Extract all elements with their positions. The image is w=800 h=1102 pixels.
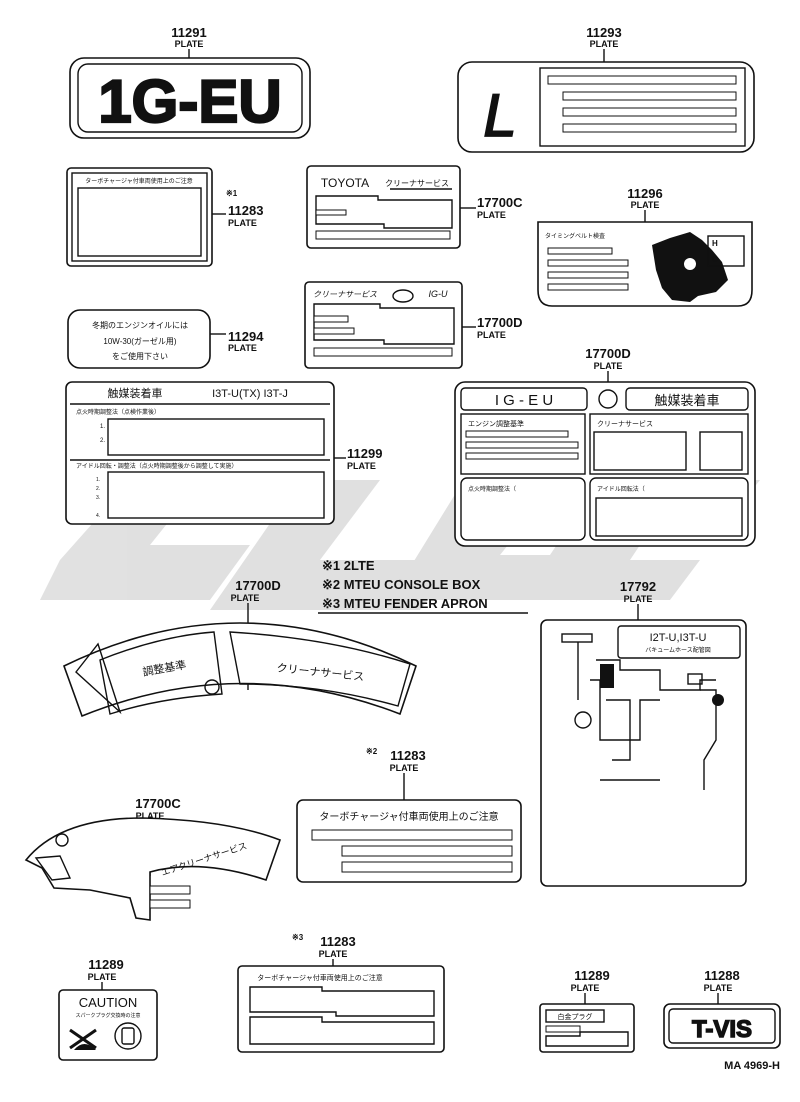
plate-sub: バキュームホース配管図 bbox=[645, 646, 711, 654]
part-11283-mark2: ※2 11283 PLATE ターボチャージャ付車両使用上のご注意 bbox=[296, 747, 522, 883]
part-label: PLATE bbox=[624, 594, 653, 604]
part-11283-mark1: ターボチャージャ付車両使用上のご注意 ※1 11283 PLATE bbox=[66, 167, 263, 267]
part-label: PLATE bbox=[228, 343, 257, 353]
part-11291: 11291 PLATE 1G-EU bbox=[69, 25, 311, 139]
part-17792: 17792 PLATE I2T-U,I3T-U バキュームホース配管図 bbox=[540, 579, 747, 887]
plate-left: I G - E U bbox=[495, 392, 553, 409]
part-11299: 触媒装着車 I3T-U(TX) I3T-J 点火時期調整法（点検作業後） 1. … bbox=[65, 381, 382, 525]
part-label: PLATE bbox=[347, 461, 376, 471]
part-number: 11289 bbox=[88, 957, 123, 972]
plate-sub: スパークプラグ交換時の注意 bbox=[75, 1012, 140, 1019]
svg-text:点火時期調整法（: 点火時期調整法（ bbox=[468, 485, 516, 493]
plate-row2: アイドル回転・調整法（点火時期調整後から調整して実施） bbox=[76, 462, 238, 470]
plate-text: タイミングベルト検査 bbox=[545, 232, 605, 240]
plate-text: ターボチャージャ付車両使用上のご注意 bbox=[319, 810, 498, 823]
svg-text:H: H bbox=[712, 239, 718, 248]
plate-title: 触媒装着車 bbox=[108, 386, 163, 400]
svg-text:1.: 1. bbox=[96, 477, 100, 483]
part-11289-caution: 11289 PLATE CAUTION スパークプラグ交換時の注意 bbox=[58, 957, 158, 1061]
part-number: 11299 bbox=[347, 446, 382, 461]
part-label: PLATE bbox=[590, 39, 619, 49]
part-number: 11291 bbox=[171, 25, 206, 40]
part-number: 11283 bbox=[390, 748, 425, 763]
part-number: 17700D bbox=[477, 315, 523, 330]
plate-model: I2T-U,I3T-U bbox=[650, 632, 707, 644]
plate-text: クリーナサービス bbox=[313, 290, 377, 299]
part-17700c-arc: 17700C PLATE エアクリーナサービス bbox=[24, 796, 282, 921]
legend-line3: ※3 MTEU FENDER APRON bbox=[322, 596, 488, 611]
legend-line1: ※1 2LTE bbox=[322, 558, 375, 573]
part-label: PLATE bbox=[477, 210, 506, 220]
plate-brand: TOYOTA bbox=[321, 176, 369, 190]
part-17700c-top: TOYOTA クリーナサービス 17700C PLATE bbox=[306, 165, 523, 249]
plate-text: ターボチャージャ付車両使用上のご注意 bbox=[85, 177, 193, 185]
svg-text:C: C bbox=[712, 255, 718, 264]
svg-text:エンジン調整基準: エンジン調整基準 bbox=[468, 419, 524, 428]
part-label: PLATE bbox=[231, 593, 260, 603]
part-label: PLATE bbox=[319, 949, 348, 959]
part-label: PLATE bbox=[88, 972, 117, 982]
svg-text:2.: 2. bbox=[100, 438, 105, 444]
part-11289-platinum: 11289 PLATE 白金プラグ bbox=[539, 968, 635, 1053]
plate-right: 触媒装着車 bbox=[654, 393, 719, 408]
part-label: PLATE bbox=[136, 811, 165, 821]
part-mark: ※3 bbox=[292, 933, 304, 942]
part-number: 11283 bbox=[228, 203, 263, 218]
plate-model: IG-U bbox=[429, 289, 448, 299]
legend: ※1 2LTE ※2 MTEU CONSOLE BOX ※3 MTEU FEND… bbox=[318, 558, 528, 614]
part-number: 17792 bbox=[620, 579, 656, 594]
part-number: 11296 bbox=[627, 186, 662, 201]
legend-line2: ※2 MTEU CONSOLE BOX bbox=[322, 577, 481, 592]
part-number: 11293 bbox=[586, 25, 621, 40]
plate-models: I3T-U(TX) I3T-J bbox=[212, 388, 288, 400]
part-label: PLATE bbox=[228, 218, 257, 228]
part-11283-mark3: ※3 11283 PLATE ターボチャージャ付車両使用上のご注意 bbox=[237, 933, 445, 1053]
part-number: 17700C bbox=[135, 796, 181, 811]
part-number: 11289 bbox=[574, 968, 609, 983]
plate-line3: をご使用下さい bbox=[112, 351, 168, 361]
part-17700d-right: 17700D PLATE I G - E U 触媒装着車 エンジン調整基準 クリ… bbox=[454, 346, 756, 547]
plate-text: T-VIS bbox=[692, 1016, 752, 1043]
plate-text: L bbox=[483, 82, 516, 149]
part-label: PLATE bbox=[390, 763, 419, 773]
plate-text: 1G-EU bbox=[98, 68, 281, 135]
part-mark: ※1 bbox=[226, 189, 238, 198]
part-label: PLATE bbox=[175, 39, 204, 49]
figure-code: MA 4969-H bbox=[724, 1060, 780, 1072]
part-11296: 11296 PLATE タイミングベルト検査 H C bbox=[537, 186, 753, 307]
svg-text:4.: 4. bbox=[96, 513, 100, 519]
part-label: PLATE bbox=[571, 983, 600, 993]
part-label: PLATE bbox=[477, 330, 506, 340]
part-17700d-mid: クリーナサービス IG-U 17700D PLATE bbox=[304, 281, 523, 369]
part-11288: 11288 PLATE T-VIS bbox=[663, 968, 781, 1049]
plate-line1: 冬期のエンジンオイルには bbox=[92, 320, 188, 330]
part-label: PLATE bbox=[631, 200, 660, 210]
part-label: PLATE bbox=[594, 361, 623, 371]
part-label: PLATE bbox=[704, 983, 733, 993]
svg-text:2.: 2. bbox=[96, 486, 100, 492]
plate-text: 白金プラグ bbox=[558, 1012, 593, 1021]
svg-text:3.: 3. bbox=[96, 495, 100, 501]
plate-line2: 10W-30(ガーゼル用) bbox=[103, 336, 177, 346]
part-number: 11283 bbox=[320, 934, 355, 949]
part-number: 17700D bbox=[235, 578, 281, 593]
plate-row1: 点火時期調整法（点検作業後） bbox=[76, 408, 160, 416]
part-11293: 11293 PLATE L bbox=[457, 25, 755, 153]
part-number: 17700C bbox=[477, 195, 523, 210]
svg-text:アイドル回転法（: アイドル回転法（ bbox=[597, 485, 645, 493]
part-11294: 冬期のエンジンオイルには 10W-30(ガーゼル用) をご使用下さい 11294… bbox=[67, 309, 264, 369]
svg-text:1.: 1. bbox=[100, 424, 105, 430]
plate-text: クリーナサービス bbox=[385, 179, 449, 188]
plate-title: CAUTION bbox=[79, 995, 138, 1010]
part-mark: ※2 bbox=[366, 747, 378, 756]
watermark-text: SL90 bbox=[399, 579, 402, 581]
part-number: 11288 bbox=[704, 968, 739, 983]
part-number: 11294 bbox=[228, 329, 264, 344]
svg-text:クリーナサービス: クリーナサービス bbox=[597, 419, 653, 428]
part-number: 17700D bbox=[585, 346, 631, 361]
plate-text: ターボチャージャ付車両使用上のご注意 bbox=[257, 973, 382, 982]
part-17700d-arc: 17700D PLATE 調整基準 クリーナサービス bbox=[63, 578, 417, 718]
